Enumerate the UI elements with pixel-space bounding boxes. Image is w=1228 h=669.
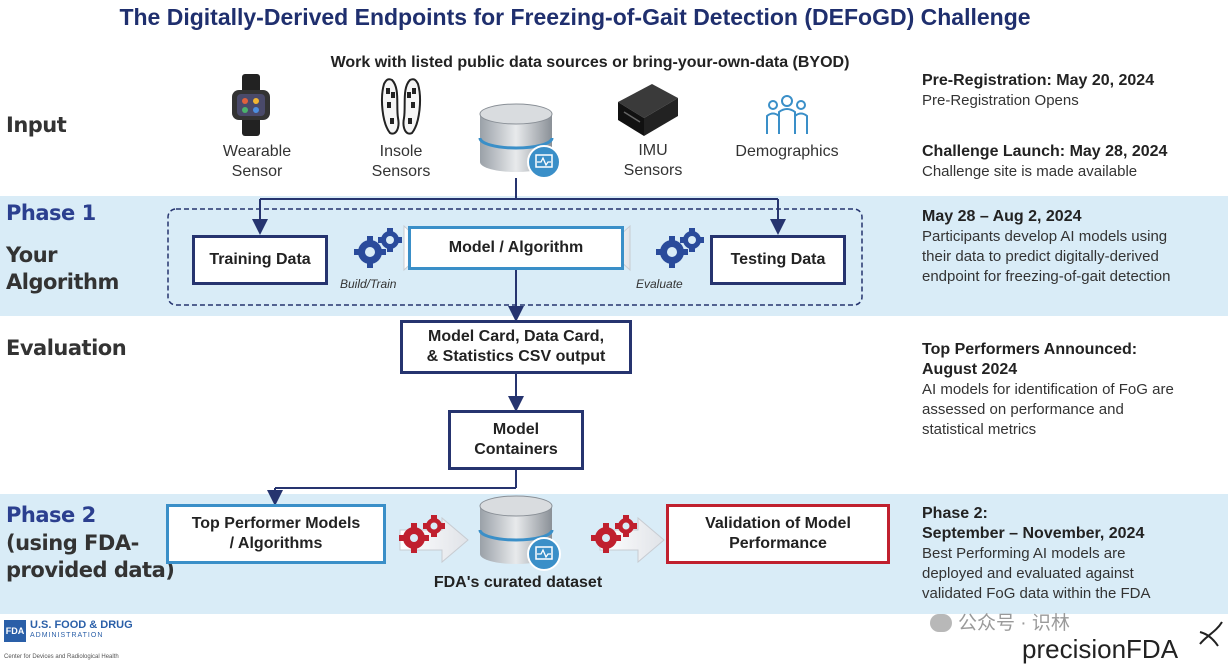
section-phase1-your: Your	[6, 243, 58, 267]
model-algorithm-box: Model / Algorithm	[408, 226, 624, 270]
database-icon	[478, 103, 561, 179]
section-phase1: Phase 1	[6, 201, 96, 225]
section-input: Input	[6, 113, 67, 137]
timeline-pre-registration: Pre-Registration: May 20, 2024 Pre-Regis…	[922, 72, 1155, 109]
byod-subtitle: Work with listed public data sources or …	[330, 54, 850, 71]
evaluate-gears-icon	[656, 228, 704, 268]
precisionfda-logo: precisionFDA	[1022, 634, 1179, 664]
fda-logo: FDA U.S. FOOD & DRUG ADMINISTRATION Cent…	[4, 619, 133, 660]
section-phase2-provided: provided data)	[6, 558, 175, 582]
timeline-challenge-launch: Challenge Launch: May 28, 2024 Challenge…	[922, 143, 1168, 180]
build-train-label: Build/Train	[340, 277, 397, 291]
timeline-phase2: Phase 2: September – November, 2024 Best…	[922, 505, 1151, 602]
section-phase2-using: (using FDA-	[6, 531, 139, 555]
page-title: The Digitally-Derived Endpoints for Free…	[119, 4, 1031, 30]
people-icon	[766, 95, 808, 134]
curated-dataset-label: FDA's curated dataset	[433, 574, 603, 591]
top-performer-box: Top Performer Models/ Algorithms	[166, 504, 386, 564]
helix-icon	[1199, 621, 1223, 647]
timeline-top-performers: Top Performers Announced: August 2024 AI…	[922, 341, 1174, 438]
section-phase1-algorithm: Algorithm	[6, 270, 119, 294]
testing-data-box: Testing Data	[710, 235, 846, 285]
section-evaluation: Evaluation	[6, 336, 127, 360]
curated-database-icon	[478, 495, 561, 571]
build-gears-icon	[354, 228, 402, 268]
timeline-phase1: May 28 – Aug 2, 2024 Participants develo…	[922, 208, 1171, 285]
red-gears-left-icon	[399, 515, 445, 553]
imu-device-icon	[618, 84, 678, 136]
training-data-box: Training Data	[192, 235, 328, 285]
section-phase2: Phase 2	[6, 503, 96, 527]
model-card-box: Model Card, Data Card,& Statistics CSV o…	[400, 320, 632, 374]
evaluate-label: Evaluate	[636, 277, 683, 291]
watermark-text: 公众号 · 识林	[930, 608, 1070, 635]
red-gears-right-icon	[591, 515, 637, 553]
insole-icon	[381, 78, 421, 135]
smartwatch-icon	[232, 74, 270, 136]
source-demographics-label: Demographics	[735, 143, 839, 160]
wechat-icon	[930, 614, 952, 632]
fda-badge: FDA	[4, 620, 26, 642]
